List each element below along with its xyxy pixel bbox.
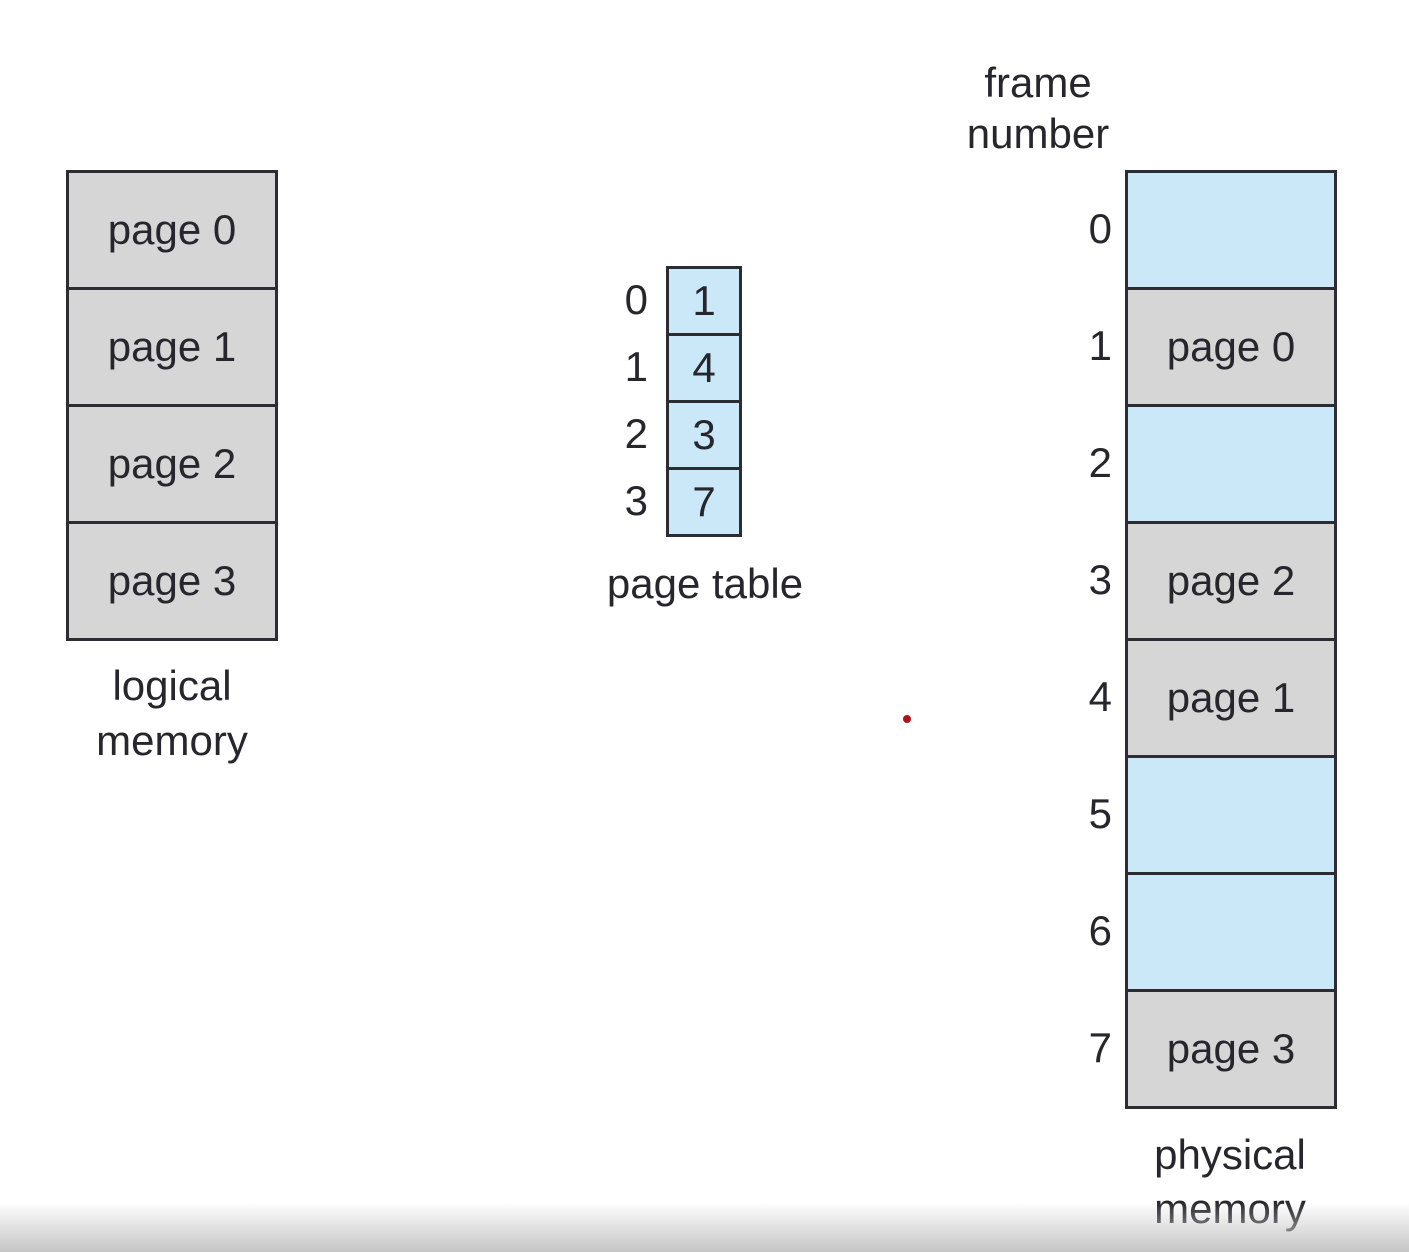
physical-memory-cell bbox=[1125, 755, 1337, 875]
frame-number-header-line1: frame bbox=[984, 59, 1092, 106]
page-table-caption: page table bbox=[606, 560, 804, 607]
page-table-index: 3 bbox=[624, 476, 648, 524]
frame-number-label: 3 bbox=[1088, 555, 1112, 603]
logical-memory-caption-line2: memory bbox=[96, 717, 248, 764]
frame-number-header: frame number bbox=[918, 57, 1158, 159]
physical-memory-cell: page 1 bbox=[1125, 638, 1337, 758]
frame-number-label: 5 bbox=[1088, 789, 1112, 837]
logical-memory-cell: page 2 bbox=[66, 404, 278, 524]
logical-memory-cell: page 0 bbox=[66, 170, 278, 290]
frame-number-label: 4 bbox=[1088, 672, 1112, 720]
page-table-index: 0 bbox=[624, 275, 648, 323]
physical-memory-caption-line1: physical bbox=[1154, 1131, 1306, 1178]
page-table-cell: 1 bbox=[666, 266, 742, 336]
page-table-stack: 1 4 3 7 bbox=[666, 266, 742, 537]
physical-memory-cell bbox=[1125, 170, 1337, 290]
physical-memory-cell bbox=[1125, 404, 1337, 524]
logical-memory-caption: logical memory bbox=[36, 658, 308, 768]
frame-number-header-line2: number bbox=[966, 110, 1110, 157]
page-table-index: 1 bbox=[624, 342, 648, 390]
page-table-cell: 3 bbox=[666, 400, 742, 470]
frame-number-label: 0 bbox=[1088, 204, 1112, 252]
frame-number-column: 0 1 2 3 4 5 6 7 bbox=[992, 170, 1112, 1106]
physical-memory-stack: page 0 page 2 page 1 page 3 bbox=[1125, 170, 1337, 1109]
bottom-fade-gradient bbox=[0, 1202, 1409, 1252]
logical-memory-caption-line1: logical bbox=[112, 662, 232, 709]
physical-memory-cell: page 2 bbox=[1125, 521, 1337, 641]
logical-memory-stack: page 0 page 1 page 2 page 3 bbox=[66, 170, 278, 641]
frame-number-label: 1 bbox=[1088, 321, 1112, 369]
logical-memory-cell: page 3 bbox=[66, 521, 278, 641]
logical-memory-cell: page 1 bbox=[66, 287, 278, 407]
physical-memory-cell: page 0 bbox=[1125, 287, 1337, 407]
physical-memory-cell bbox=[1125, 872, 1337, 992]
physical-memory-cell: page 3 bbox=[1125, 989, 1337, 1109]
page-table-cell: 7 bbox=[666, 467, 742, 537]
page-table-index-column: 0 1 2 3 bbox=[566, 266, 648, 534]
red-pointer-dot bbox=[903, 715, 911, 723]
page-table-index: 2 bbox=[624, 409, 648, 457]
frame-number-label: 2 bbox=[1088, 438, 1112, 486]
frame-number-label: 7 bbox=[1088, 1023, 1112, 1071]
frame-number-label: 6 bbox=[1088, 906, 1112, 954]
page-table-cell: 4 bbox=[666, 333, 742, 403]
